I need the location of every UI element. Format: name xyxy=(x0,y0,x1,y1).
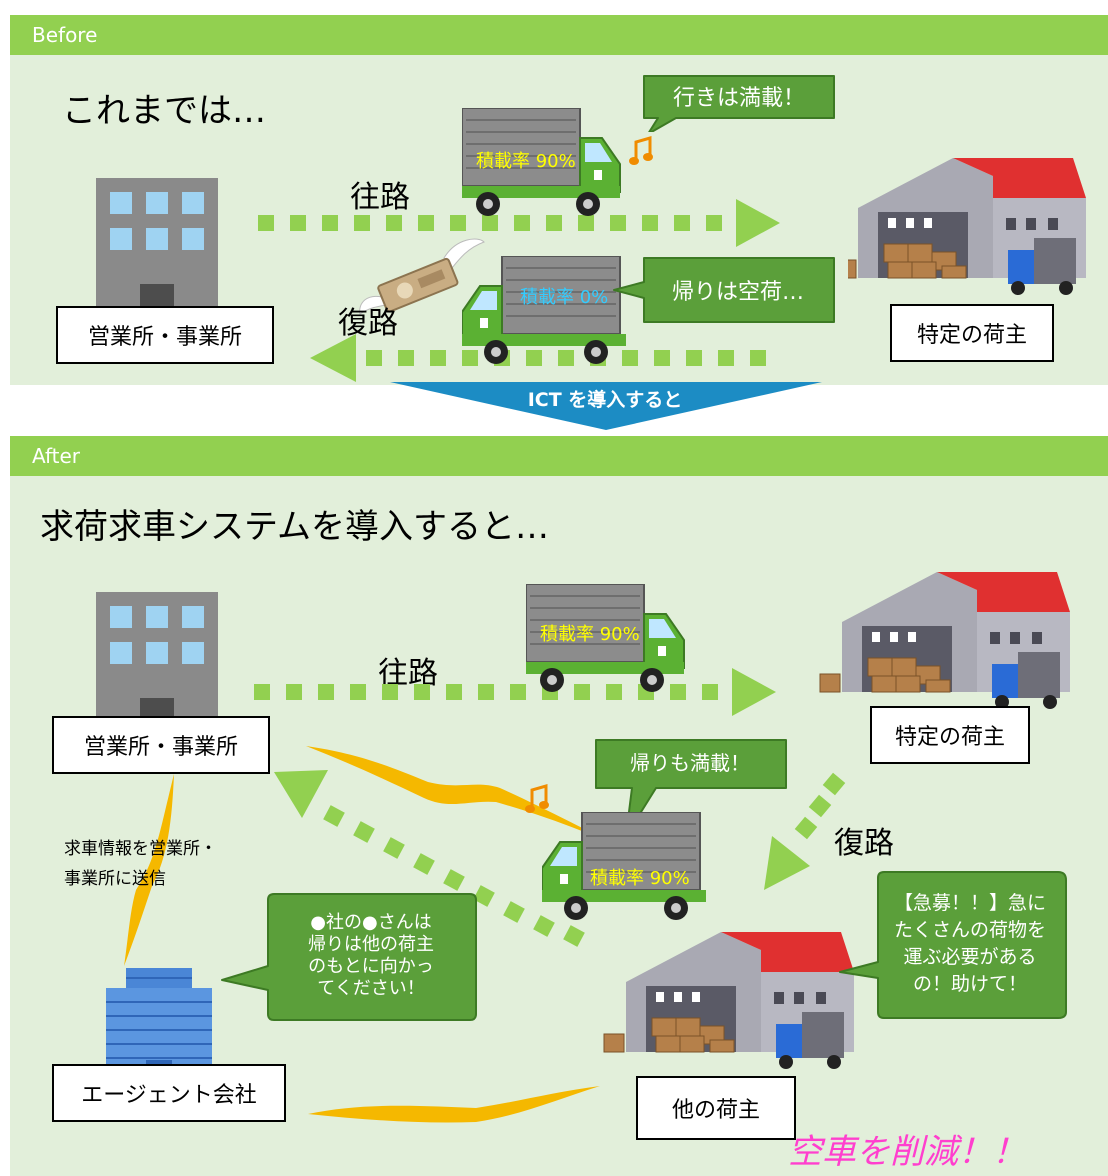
after-return-arrow-to-office xyxy=(274,770,585,947)
before-outbound-bubble: 行きは満載！ xyxy=(672,86,805,111)
after-office-label: 営業所・事業所 xyxy=(52,716,270,774)
ict-transition-arrow xyxy=(390,382,822,430)
after-outbound-load: 積載率 90% xyxy=(540,624,640,645)
agent-bubble-shape xyxy=(221,893,477,1021)
after-warehouse-icon xyxy=(819,571,1071,710)
office-building-icon xyxy=(96,178,218,312)
after-office-building-icon xyxy=(96,592,218,726)
signal-zigzag-icon xyxy=(124,774,174,966)
before-outbound-arrow xyxy=(258,199,780,247)
other-shipper-label: 他の荷主 xyxy=(636,1076,796,1140)
before-outbound-bubble-shape xyxy=(643,75,835,132)
other-warehouse-icon xyxy=(603,931,855,1070)
before-warehouse-icon xyxy=(848,157,1087,296)
after-panel: After xyxy=(10,436,1108,1176)
flying-money-icon xyxy=(359,238,485,315)
before-shipper-label: 特定の荷主 xyxy=(890,304,1054,362)
after-return-label: 復路 xyxy=(834,826,894,861)
after-shipper-label: 特定の荷主 xyxy=(870,706,1030,764)
agent-label: エージェント会社 xyxy=(52,1064,286,1122)
after-title: 求荷求車システムを導入すると… xyxy=(40,507,549,547)
before-return-label: 復路 xyxy=(338,306,398,341)
before-header: Before xyxy=(10,15,1108,55)
music-note-icon xyxy=(627,136,655,166)
before-outbound-label: 往路 xyxy=(350,180,410,215)
after-outbound-arrow xyxy=(254,668,776,716)
shipper-bubble-shape xyxy=(839,871,1067,1019)
agent-bubble: ●社の●さんは 帰りは他の荷主 のもとに向かっ てください！ xyxy=(308,912,434,999)
shipper-bubble: 【急募！！】急に たくさんの荷物を 運ぶ必要がある の！助けて！ xyxy=(893,892,1046,995)
before-return-load: 積載率 0% xyxy=(520,287,609,308)
before-outbound-load: 積載率 90% xyxy=(476,151,576,172)
before-office-label: 営業所・事業所 xyxy=(56,306,274,364)
agent-building-icon xyxy=(106,968,212,1074)
before-return-bubble-shape xyxy=(613,257,835,323)
before-return-bubble: 帰りは空荷… xyxy=(671,280,804,305)
after-return-load: 積載率 90% xyxy=(590,868,690,889)
after-return-bubble: 帰りも満載！ xyxy=(630,750,750,775)
ict-transition-label: ICT を導入すると xyxy=(527,389,683,411)
signal-zigzag-icon xyxy=(306,746,634,854)
signal-zigzag-icon xyxy=(308,1086,600,1123)
after-return-arrow-from-shipper xyxy=(764,772,846,890)
music-note-icon xyxy=(523,784,551,815)
before-return-truck-icon xyxy=(462,256,627,365)
after-header: After xyxy=(10,436,1108,476)
result-text: 空車を削減！！ xyxy=(788,1132,1026,1172)
agent-note: 求車情報を営業所・ 事業所に送信 xyxy=(64,839,217,889)
before-title: これまでは… xyxy=(62,91,266,131)
